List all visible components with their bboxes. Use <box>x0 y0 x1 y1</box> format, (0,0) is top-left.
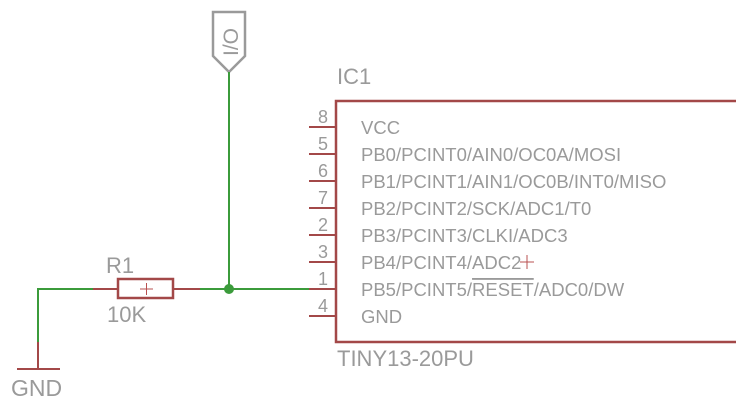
resistor-name: R1 <box>106 253 134 278</box>
ic1-pin-2[interactable]: 2 PB3/PCINT3/CLKI/ADC3 <box>309 215 568 246</box>
resistor-value: 10K <box>107 302 146 327</box>
pin-label: PB0/PCINT0/AIN0/OC0A/MOSI <box>361 144 621 165</box>
pin-number: 5 <box>318 134 328 154</box>
net-gnd-to-r1[interactable] <box>37 288 93 342</box>
ground-label: GND <box>11 375 62 401</box>
ic1-pin-8[interactable]: 8 VCC <box>309 107 400 138</box>
pin-number: 8 <box>318 107 328 127</box>
ic1-name: IC1 <box>337 64 371 89</box>
ic1-pins: 8 VCC 5 PB0/PCINT0/AIN0/OC0A/MOSI 6 PB1/… <box>309 107 666 327</box>
ic1-pin-7[interactable]: 7 PB2/PCINT2/SCK/ADC1/T0 <box>309 188 591 219</box>
ic1-pin-1[interactable]: 1 PB5/PCINT5/RESET/ADC0/DW <box>309 269 625 300</box>
pin-number: 3 <box>318 242 328 262</box>
ic1-body-outline <box>334 99 736 344</box>
pin-number: 4 <box>318 296 328 316</box>
pin-label-suffix: /ADC0/DW <box>534 279 625 300</box>
ic1-pin-3[interactable]: 3 PB4/PCINT4/ADC2 <box>309 242 521 273</box>
ic1[interactable]: IC1 TINY13-20PU 8 VCC 5 PB0/PCINT0/AIN0/… <box>309 64 736 371</box>
resistor-r1[interactable]: R1 10K <box>93 253 200 327</box>
ic1-value: TINY13-20PU <box>337 346 474 371</box>
pin-label: PB4/PCINT4/ADC2 <box>361 252 521 273</box>
io-port-label: I/O <box>220 28 243 56</box>
pin-label: PB2/PCINT2/SCK/ADC1/T0 <box>361 198 591 219</box>
pin-number: 6 <box>318 161 328 181</box>
pin-label-prefix: PB5/PCINT5/ <box>361 279 473 300</box>
ic1-pin-5[interactable]: 5 PB0/PCINT0/AIN0/OC0A/MOSI <box>309 134 621 165</box>
pin-number: 7 <box>318 188 328 208</box>
pin-number: 1 <box>318 269 328 289</box>
pin-label: GND <box>361 306 402 327</box>
pin-label-overline: RESET <box>472 279 534 300</box>
ic1-pin-4[interactable]: 4 GND <box>309 296 402 327</box>
io-port-outline <box>211 10 247 74</box>
pin-label: PB5/PCINT5/RESET/ADC0/DW <box>361 279 625 300</box>
ic1-pin-6[interactable]: 6 PB1/PCINT1/AIN1/OC0B/INT0/MISO <box>309 161 666 192</box>
pin-number: 2 <box>318 215 328 235</box>
ground-symbol[interactable]: GND <box>11 342 62 401</box>
io-port[interactable]: I/O <box>211 10 247 74</box>
pin-label: PB1/PCINT1/AIN1/OC0B/INT0/MISO <box>361 171 666 192</box>
pin-label: PB3/PCINT3/CLKI/ADC3 <box>361 225 568 246</box>
pin-label: VCC <box>361 117 400 138</box>
net-junction-dot <box>224 284 234 294</box>
